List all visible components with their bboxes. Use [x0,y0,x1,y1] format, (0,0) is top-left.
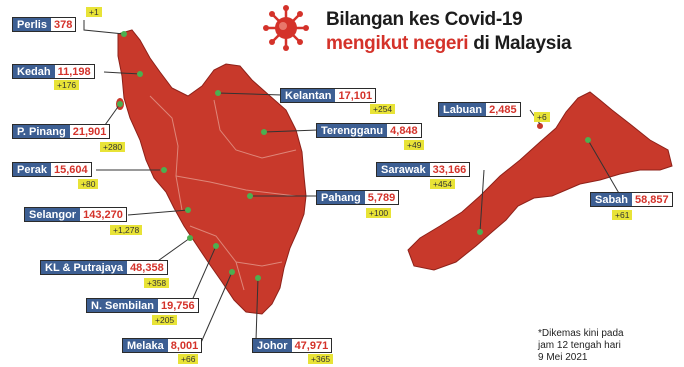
state-new-cases: +280 [100,142,126,152]
state-cases: 58,857 [632,193,672,206]
state-name: P. Pinang [13,125,70,138]
state-label-kelantan: Kelantan 17,101 [280,88,377,103]
state-marker-icon [229,269,235,275]
state-new-cases: +49 [404,140,425,150]
state-marker-icon [477,229,483,235]
state-cases: 11,198 [54,65,94,78]
state-label-selangor: Selangor 143,270 [24,207,127,222]
borneo-malaysia-shape [407,91,673,271]
state-new-cases: +66 [178,354,199,364]
state-marker-icon [215,90,221,96]
state-marker-icon [255,275,261,281]
title-line-1: Bilangan kes Covid-19 [326,9,523,30]
state-name: Selangor [25,208,81,221]
state-cases: 17,101 [335,89,376,102]
state-label-labuan: Labuan 2,485 [438,102,521,117]
state-label-sabah: Sabah 58,857 [590,192,673,207]
state-name: Labuan [439,103,487,116]
state-borders [149,95,297,291]
state-cases: 15,604 [50,163,91,176]
state-name: N. Sembilan [87,299,158,312]
state-new-cases: +176 [54,80,80,90]
state-name: Sabah [591,193,633,206]
state-cases: 21,901 [69,125,110,138]
state-new-cases: +61 [612,210,633,220]
state-label-kedah: Kedah 11,198 [12,64,95,79]
state-new-cases: +358 [144,278,170,288]
state-label-sarawak: Sarawak 33,166 [376,162,471,177]
state-new-cases: +80 [78,179,99,189]
state-marker-icon [121,31,127,37]
state-name: Perlis [13,18,51,31]
state-name: Perak [13,163,51,176]
state-name: Sarawak [377,163,430,176]
state-cases: 48,358 [127,261,167,274]
state-label-negeri-sembilan: N. Sembilan 19,756 [86,298,199,313]
state-new-cases: +6 [534,112,550,122]
state-cases: 4,848 [387,124,421,137]
peninsular-malaysia-shape [117,29,307,315]
state-new-cases: +254 [370,104,396,114]
state-marker-icon [117,101,123,107]
state-cases: 19,756 [157,299,198,312]
state-cases: 8,001 [167,339,202,352]
state-new-cases: +454 [430,179,456,189]
state-label-kl-putrajaya: KL & Putrajaya 48,358 [40,260,168,275]
state-name: Kedah [13,65,55,78]
state-new-cases: +365 [308,354,334,364]
update-note-line-2: jam 12 tengah hari [538,340,621,351]
title-highlight: mengikut negeri [326,33,469,54]
state-marker-icon [585,137,591,143]
state-new-cases: +1 [86,7,102,17]
virus-icon [263,5,309,51]
state-name: Terengganu [317,124,388,137]
state-label-johor: Johor 47,971 [252,338,333,353]
state-name: Pahang [317,191,365,204]
state-name: Melaka [123,339,168,352]
state-label-perak: Perak 15,604 [12,162,92,177]
state-cases: 33,166 [429,163,470,176]
state-marker-icon [161,167,167,173]
state-marker-icon [187,235,193,241]
state-label-perlis: Perlis 378 [12,17,77,32]
leader-lines [83,20,621,346]
state-name: Kelantan [281,89,336,102]
state-name: KL & Putrajaya [41,261,128,274]
state-marker-icon [137,71,143,77]
state-cases: 5,789 [364,191,399,204]
title-rest: di Malaysia [468,33,572,54]
state-marker-icon [261,129,267,135]
state-cases: 378 [50,18,76,31]
state-cases: 143,270 [80,208,126,221]
state-label-penang: P. Pinang 21,901 [12,124,111,139]
labuan-island-shape [537,123,543,129]
title-line-2: mengikut negeri di Malaysia [326,33,572,55]
state-label-terengganu: Terengganu 4,848 [316,123,422,138]
state-label-melaka: Melaka 8,001 [122,338,203,353]
state-name: Johor [253,339,292,352]
state-cases: 2,485 [486,103,520,116]
state-marker-icon [185,207,191,213]
state-new-cases: +1,278 [110,225,143,235]
update-note: *Dikemas kini pada jam 12 tengah hari 9 … [538,328,678,364]
state-new-cases: +100 [366,208,392,218]
state-marker-icon [213,243,219,249]
state-cases: 47,971 [291,339,332,352]
update-note-line-1: *Dikemas kini pada [538,328,624,339]
state-markers [117,31,591,281]
state-label-pahang: Pahang 5,789 [316,190,400,205]
state-marker-icon [247,193,253,199]
update-note-line-3: 9 Mei 2021 [538,352,588,363]
state-new-cases: +205 [152,315,178,325]
